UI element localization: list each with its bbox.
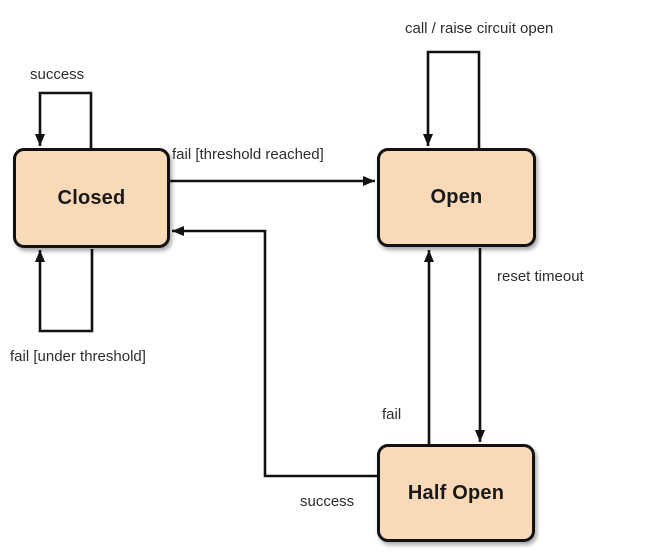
state-open-label: Open bbox=[430, 186, 483, 208]
arrow-closed-self-fail bbox=[35, 249, 94, 333]
state-half-open-label: Half Open bbox=[407, 481, 505, 504]
state-closed: Closed bbox=[13, 148, 170, 248]
arrow-open-self-call bbox=[423, 50, 481, 148]
label-closed-self-success: success bbox=[30, 66, 85, 83]
label-closed-self-fail: fail [under threshold] bbox=[10, 348, 146, 365]
arrow-half-open-to-closed bbox=[172, 226, 377, 478]
arrow-closed-self-success bbox=[35, 91, 93, 148]
label-open-to-half-open: reset timeout bbox=[497, 268, 584, 285]
label-closed-to-open: fail [threshold reached] bbox=[172, 146, 324, 163]
label-half-open-to-open: fail bbox=[382, 406, 402, 423]
label-half-open-to-closed: success bbox=[300, 493, 355, 510]
label-open-self-call: call / raise circuit open bbox=[405, 20, 554, 37]
state-closed-label: Closed bbox=[57, 186, 126, 209]
state-open: Open bbox=[377, 148, 536, 247]
state-half-open: Half Open bbox=[377, 444, 535, 542]
